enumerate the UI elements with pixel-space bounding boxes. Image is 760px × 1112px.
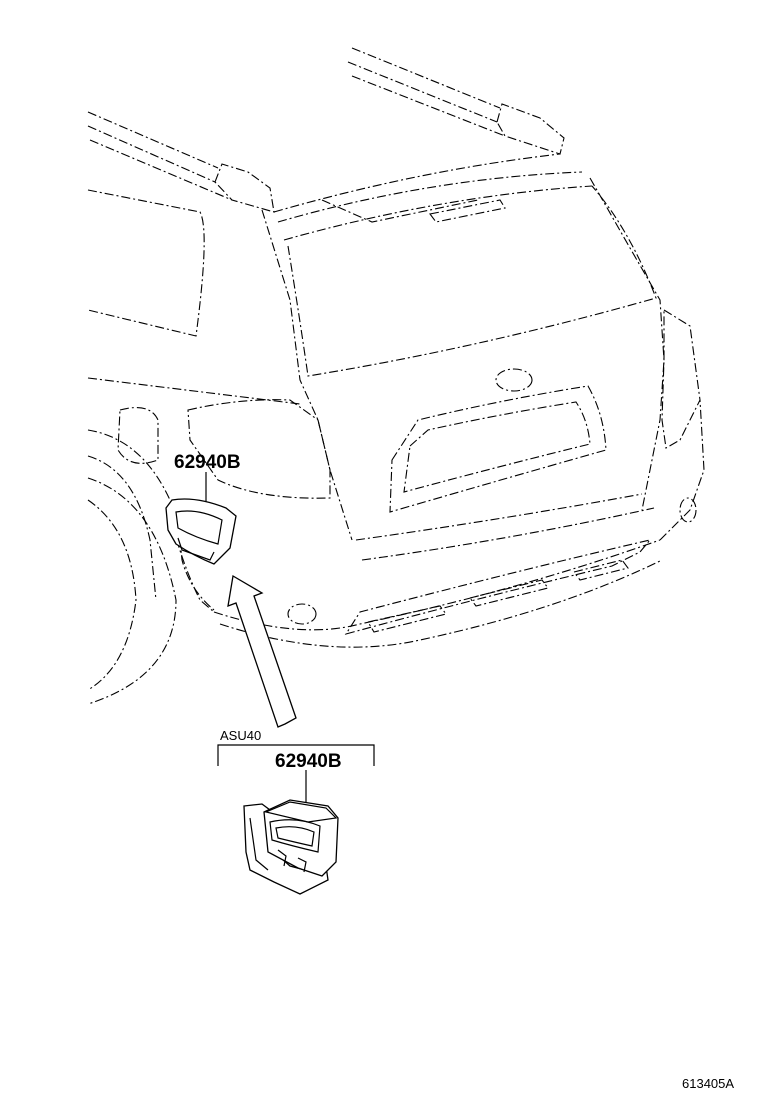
part-installed-opening (175, 510, 223, 545)
diffuser-slot-1 (367, 605, 447, 633)
variant-label: ASU40 (220, 728, 261, 743)
rear-tire-outer (87, 477, 177, 705)
part-detail-clip-2 (297, 857, 307, 873)
side-window (87, 189, 205, 337)
spoiler-center-step (321, 199, 479, 223)
roof-rail-right-inner (347, 61, 498, 123)
hatch-side-left (261, 209, 353, 541)
tail-lamp-right (661, 309, 701, 449)
roof-edge (273, 153, 561, 213)
spoiler-bottom (283, 185, 593, 241)
vehicle-outline (87, 47, 705, 705)
wheel-arch-inner (87, 455, 157, 601)
roof-rail-left-cap (214, 163, 275, 213)
spoiler-top (277, 171, 583, 223)
hatch-side-right (589, 177, 665, 511)
diffuser-slot-2 (469, 579, 549, 607)
variant-bracket (217, 744, 375, 766)
part-installed-body (165, 498, 237, 565)
license-plate-recess (389, 385, 607, 513)
diffuser-slot-3 (573, 559, 629, 581)
hatch-lower-edge-2 (361, 507, 655, 561)
arrow-shape (227, 574, 297, 728)
part-detail-opening-inner (275, 826, 315, 847)
reflector-right (679, 497, 697, 523)
bumper-lower (219, 559, 663, 648)
part-installed-view (165, 472, 237, 565)
part-number-upper: 62940B (174, 452, 241, 473)
spoiler-lamp (429, 199, 506, 223)
part-installed-flange (177, 537, 215, 561)
roof-rail-right-outer (351, 47, 501, 109)
part-detail-clip-1 (277, 849, 287, 867)
rear-tire (87, 499, 137, 691)
hatch-lower-edge (355, 493, 643, 541)
part-number-lower: 62940B (275, 751, 342, 772)
rear-window (287, 185, 657, 377)
bumper-right (659, 399, 705, 541)
bracket-line (217, 744, 375, 766)
side-belt-line (87, 377, 301, 405)
roof-rail-left-inner (87, 125, 216, 183)
roof-rail-left-base (89, 139, 233, 201)
roof-rail-left-outer (87, 111, 219, 169)
roof-rail-right-cap (496, 103, 565, 155)
rear-diffuser (344, 539, 652, 635)
reflector-left (287, 603, 317, 625)
diagram-id: 613405A (682, 1076, 734, 1091)
part-detail-side-rib (249, 817, 269, 871)
fuel-door (117, 407, 159, 464)
tail-lamp-left (187, 399, 331, 499)
roof-rail-right-base (351, 75, 506, 137)
license-plate-inner (403, 401, 591, 493)
view-arrow (227, 574, 297, 728)
part-detail-opening (269, 819, 321, 853)
part-detail-housing (263, 799, 339, 877)
rear-emblem (495, 368, 533, 392)
part-detail-view (243, 799, 339, 895)
